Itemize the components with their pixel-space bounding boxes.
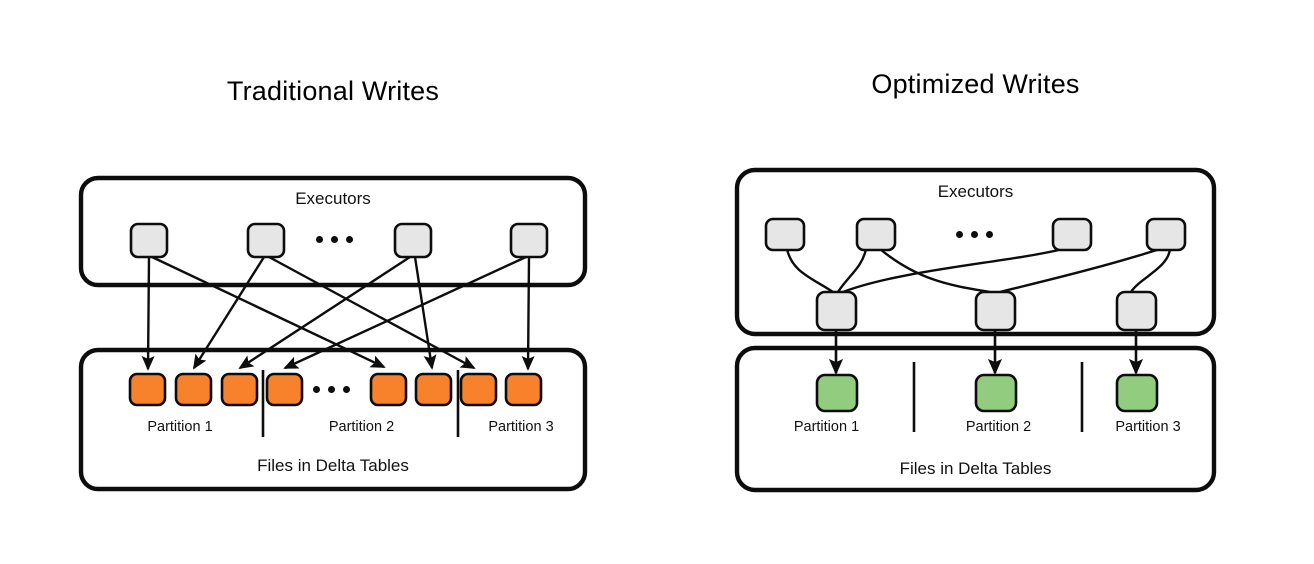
traditional-executors-label: Executors [295,189,371,208]
executor-node-bottom-2 [974,290,1017,332]
executor-node-top-1 [764,217,806,252]
traditional-files-container [78,347,588,492]
optimized-executors-ellipsis-icon [956,231,993,238]
traditional-partition-dividers [261,370,460,437]
optimized-shuffle-connectors [785,247,1172,294]
executor-node-3 [393,222,433,259]
executor-node-1 [129,222,169,259]
optimized-file-nodes [815,373,1159,413]
traditional-files-ellipsis-icon [313,386,350,393]
shuffle-e1-to-b1 [785,248,834,293]
shuffle-e2-to-b2 [879,248,991,294]
traditional-file-nodes [128,372,543,407]
optimized-panel-title: Optimized Writes [871,69,1080,99]
executor-node-4 [509,222,549,259]
traditional-connectors [141,255,535,371]
shuffle-e3-to-b1 [842,247,1064,294]
optimized-executors-label: Executors [937,182,1014,201]
executor-node-top-3 [1051,217,1093,252]
executor-node-2 [246,222,286,259]
executor-node-bottom-1 [815,290,858,332]
optimized-executors-container [734,167,1217,337]
file-node-7 [459,372,498,407]
traditional-executors-container [78,175,588,288]
optimized-write-arrows [828,330,1144,376]
file-node-3 [1115,373,1159,413]
executor-node-bottom-3 [1115,290,1158,332]
optimized-partition-dividers [912,362,1084,432]
optimized-partition-label-3: Partition 3 [1115,419,1181,435]
file-node-1 [128,372,167,407]
optimized-footer-label: Files in Delta Tables [899,459,1052,478]
optimized-files-container [734,345,1217,493]
file-node-8 [504,372,543,407]
file-node-3 [220,372,259,407]
shuffle-e2-to-b1 [836,248,868,293]
traditional-panel-title: Traditional Writes [226,76,440,106]
traditional-partition-label-3: Partition 3 [488,419,554,435]
traditional-footer-label: Files in Delta Tables [257,456,409,475]
file-node-6 [414,372,453,407]
traditional-executor-nodes [129,222,549,259]
file-node-2 [174,372,213,407]
shuffle-e4-to-b3 [1129,248,1172,293]
shuffle-e4-to-b2 [999,247,1161,294]
file-node-1 [815,373,859,413]
file-node-4 [265,372,304,407]
optimized-executor-nodes-bottom [815,290,1158,332]
optimized-partition-label-2: Partition 2 [965,419,1032,435]
traditional-partition-label-2: Partition 2 [328,419,395,435]
traditional-executors-ellipsis-icon [316,236,353,243]
optimized-executor-nodes-top [764,217,1187,252]
traditional-partition-label-1: Partition 1 [147,419,213,435]
optimized-partition-label-1: Partition 1 [793,419,860,435]
file-node-2 [974,373,1018,413]
file-node-5 [369,372,408,407]
executor-node-top-2 [855,217,897,252]
executor-node-top-4 [1145,217,1187,252]
